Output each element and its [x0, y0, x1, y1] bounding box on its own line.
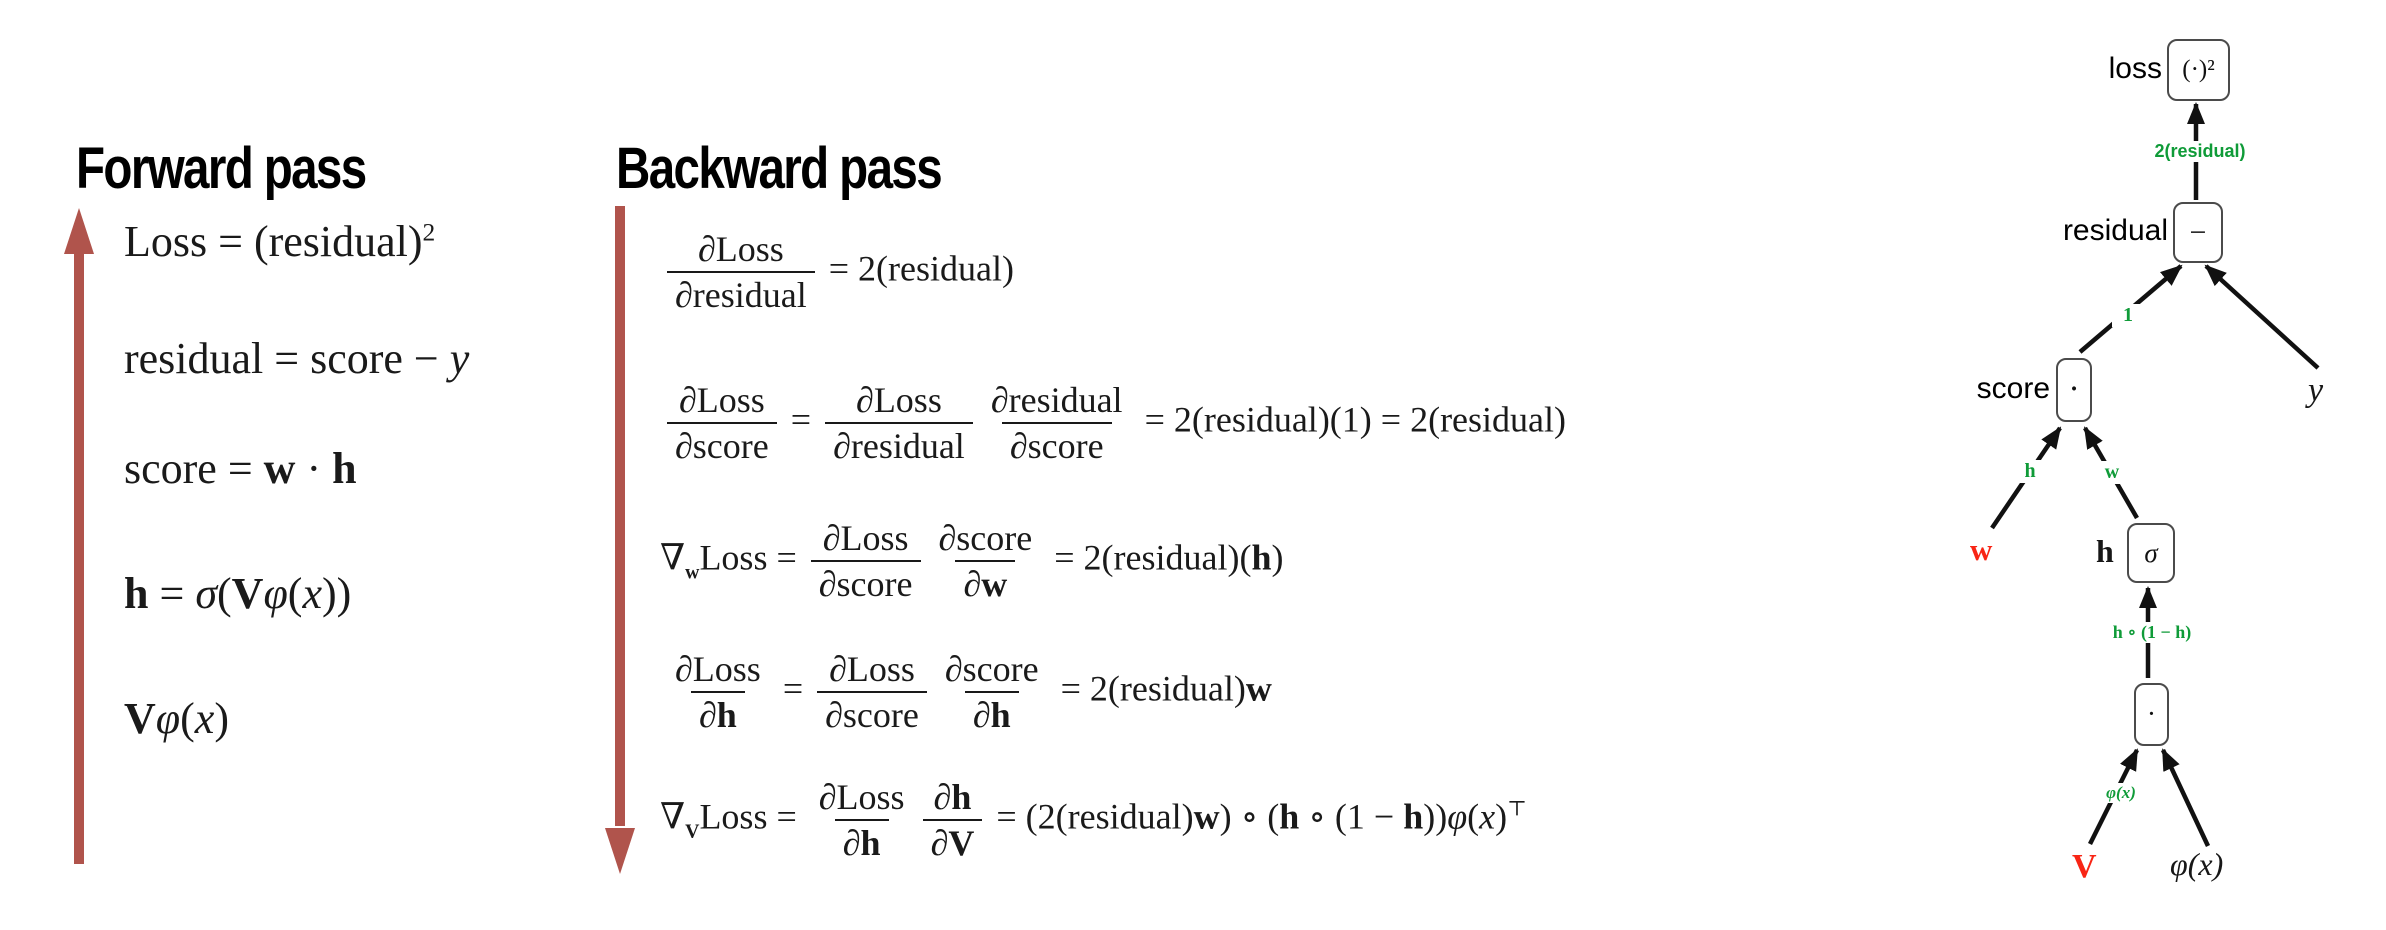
loss-node-label: loss — [2108, 52, 2162, 85]
backward-pass-title: Backward pass — [616, 135, 943, 201]
forward-equation-residual: residual = score − y — [124, 334, 470, 383]
edge-label-w: w — [2094, 461, 2130, 484]
backward-down-arrow-icon — [605, 206, 635, 874]
score-node-label: score — [1976, 372, 2050, 405]
forward-equation-score: score = w · h — [124, 444, 357, 493]
phix-leaf-label: φ(x) — [2170, 846, 2224, 882]
backward-equation-dscore: ∂Loss∂score = ∂Loss∂residual∂residual∂sc… — [662, 378, 1566, 469]
edge-label-h-circ-1minush: h ∘ (1 − h) — [2086, 622, 2218, 643]
forward-up-arrow-icon — [64, 208, 94, 864]
backward-equation-dh: ∂Loss∂h = ∂Loss∂score∂score∂h = 2(residu… — [662, 647, 1272, 738]
score-node-op: · — [2069, 376, 2079, 403]
backward-equation-gradv: ∇VLoss = ∂Loss∂h∂h∂V = (2(residual)w) ∘ … — [660, 775, 1527, 866]
forward-pass-title: Forward pass — [76, 135, 367, 201]
sigma-node-op: σ — [2144, 537, 2158, 568]
backward-equation-gradw: ∇wLoss = ∂Loss∂score∂score∂w = 2(residua… — [660, 516, 1284, 607]
loss-node-box: (·)² — [2167, 39, 2230, 101]
product-node-box: · — [2134, 683, 2169, 746]
edge-label-2residual: 2(residual) — [2124, 141, 2276, 162]
w-leaf-label: w — [1970, 532, 1993, 567]
residual-node-label: residual — [2062, 214, 2168, 247]
v-leaf-label: V — [2072, 848, 2097, 885]
edge-label-h: h — [2012, 460, 2048, 483]
residual-node-box: − — [2173, 202, 2223, 263]
edge-label-phix: φ(x) — [2092, 783, 2150, 803]
residual-node-op: − — [2189, 215, 2207, 249]
forward-equation-vphix: Vφ(x) — [124, 694, 229, 743]
score-node-box: · — [2056, 358, 2092, 422]
h-node-label: h — [2096, 533, 2114, 569]
forward-equation-loss: Loss = (residual)2 — [124, 217, 436, 266]
forward-equation-h: h = σ(Vφ(x)) — [124, 569, 352, 618]
edge-label-1: 1 — [2112, 304, 2144, 327]
y-leaf-label: y — [2308, 372, 2324, 409]
loss-node-op: (·)² — [2182, 56, 2215, 83]
product-node-op: · — [2148, 703, 2155, 725]
backward-equation-dresidual: ∂Loss∂residual = 2(residual) — [662, 227, 1014, 318]
sigma-node-box: σ — [2127, 523, 2175, 583]
